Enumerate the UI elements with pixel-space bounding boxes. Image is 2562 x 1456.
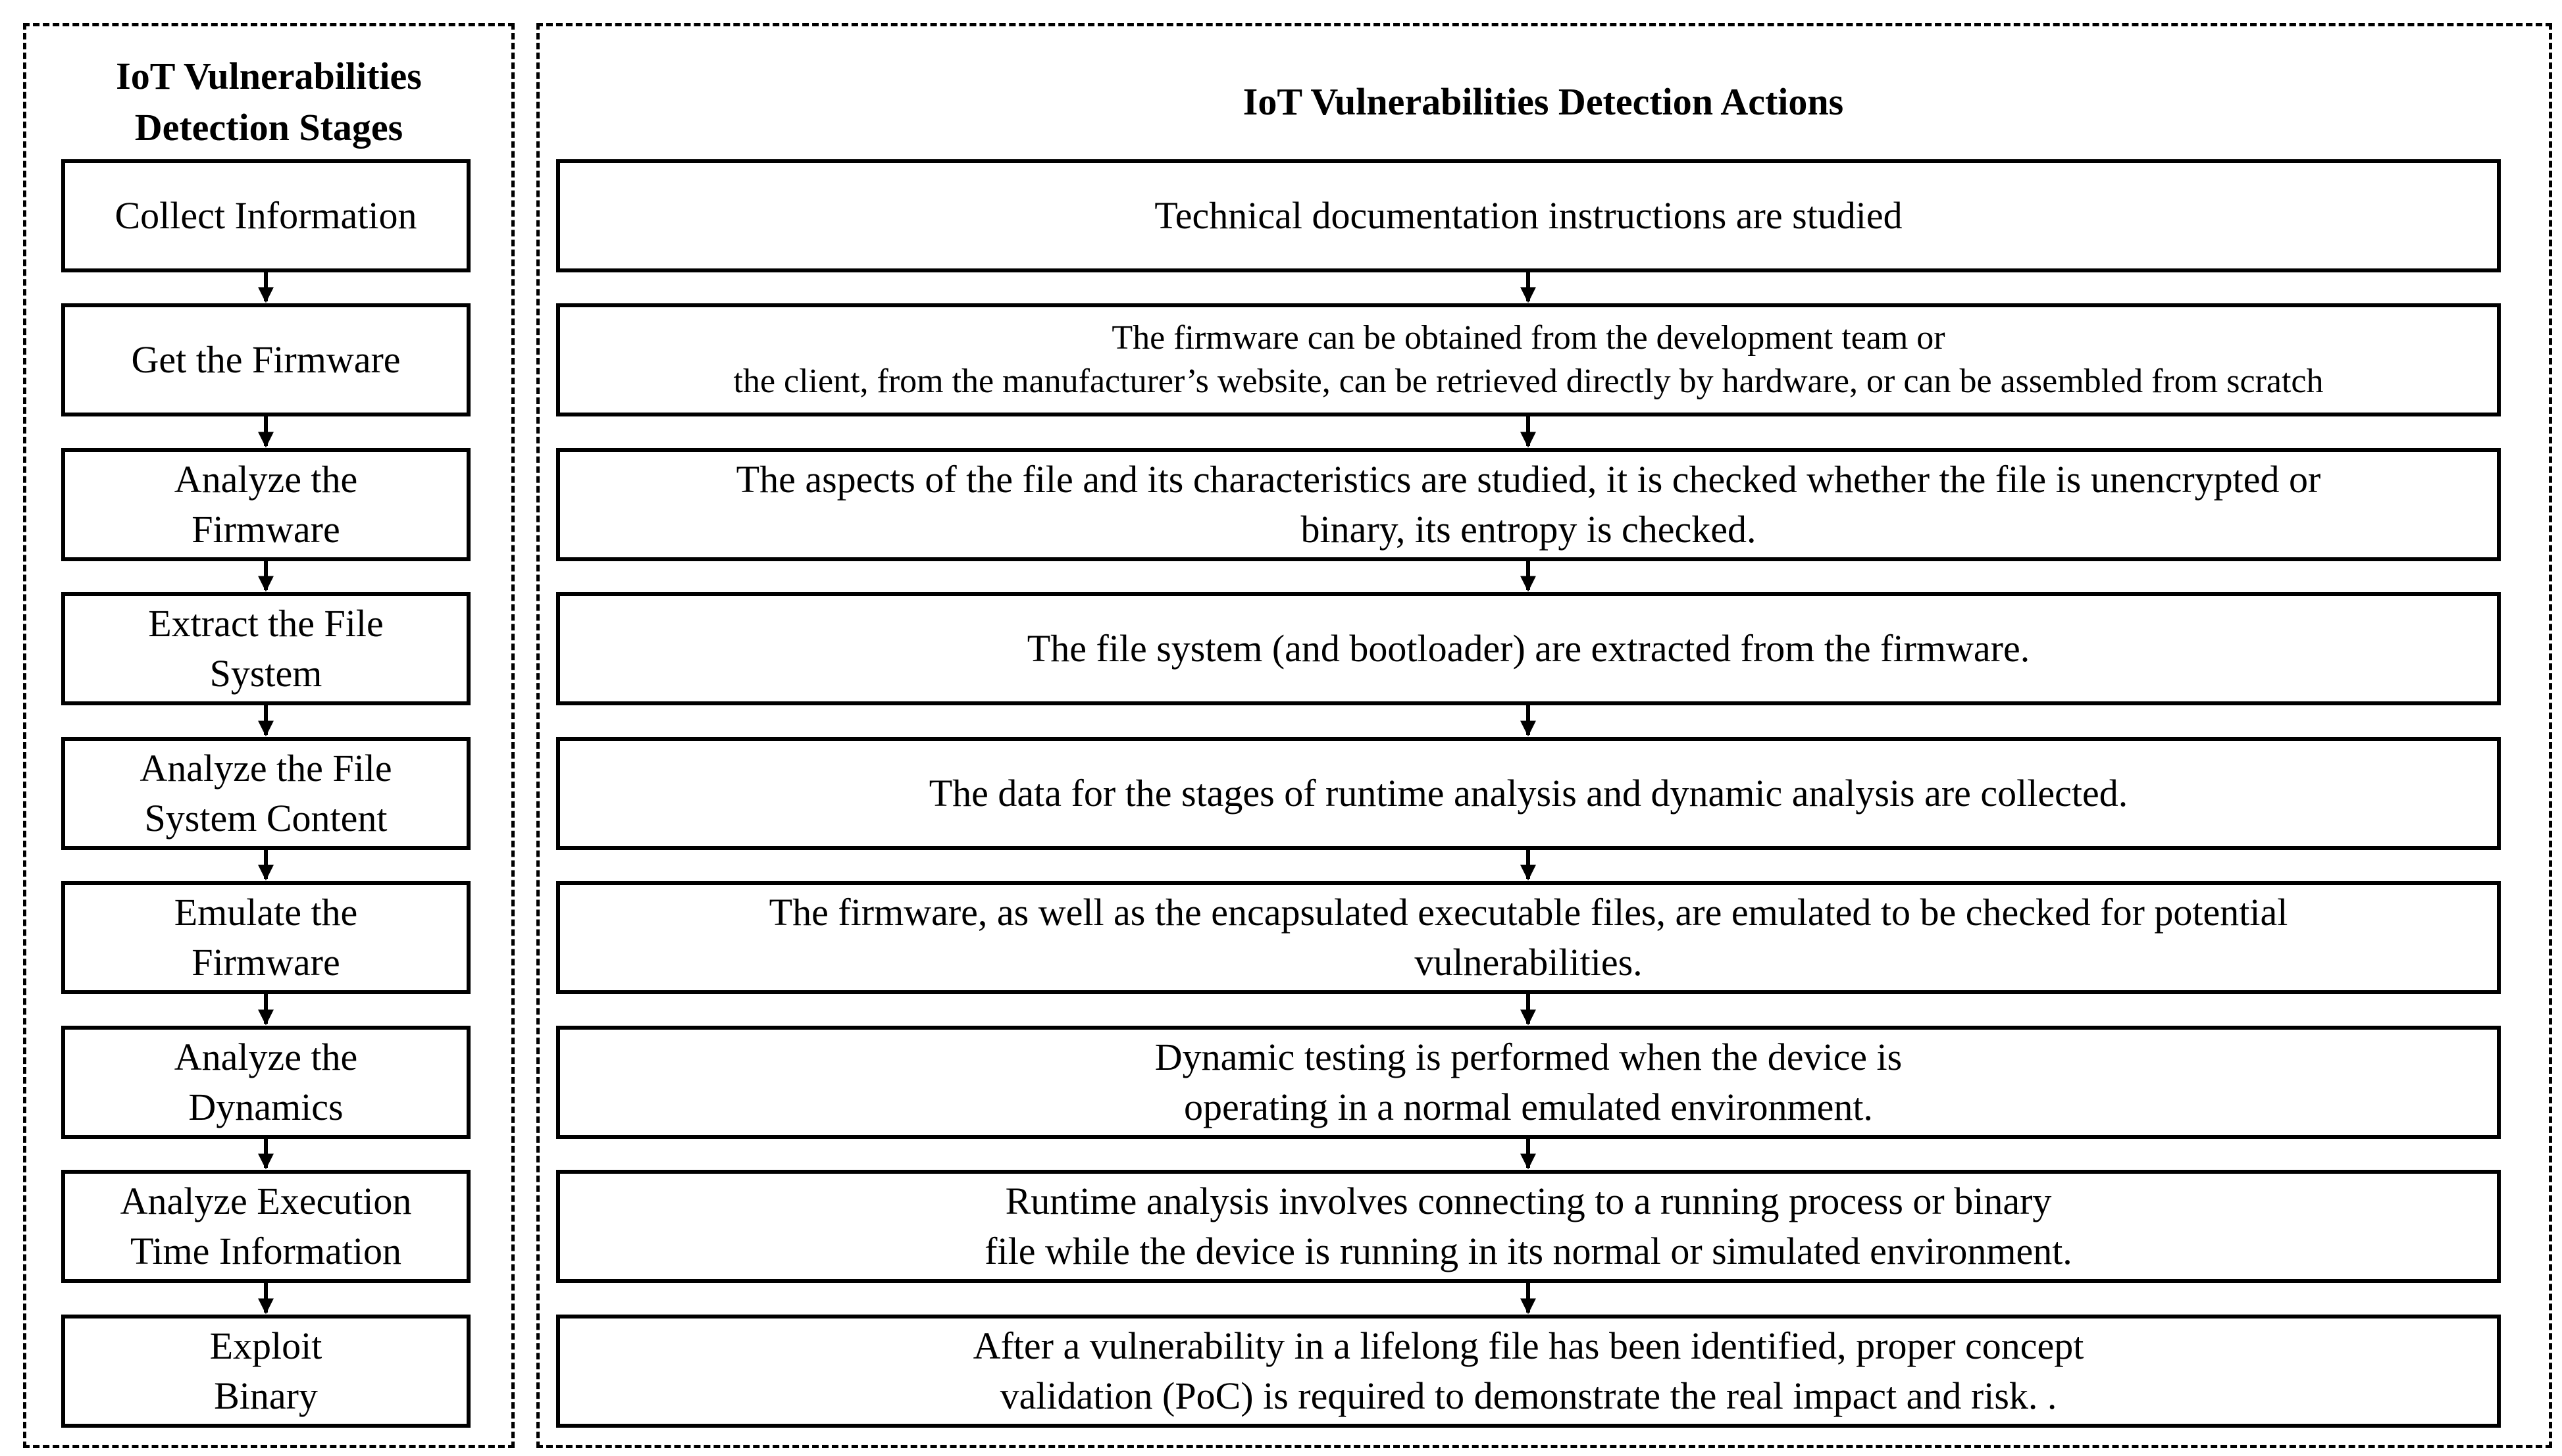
action-text: The firmware can be obtained from the de… <box>1112 319 1945 357</box>
stage-label: Emulate the <box>174 891 358 934</box>
stages-heading-line: IoT Vulnerabilities <box>116 55 422 97</box>
action-text: file while the device is running in its … <box>985 1230 2072 1272</box>
stage-box-analyze-dynamics: Analyze the Dynamics <box>61 1026 471 1139</box>
action-box-runtime-analysis: Runtime analysis involves connecting to … <box>556 1170 2501 1283</box>
action-box-poc-validation: After a vulnerability in a lifelong file… <box>556 1315 2501 1428</box>
action-box-emulate-firmware: The firmware, as well as the encapsulate… <box>556 881 2501 994</box>
stages-heading: IoT Vulnerabilities Detection Stages <box>39 49 498 155</box>
stage-box-analyze-execution-time: Analyze Execution Time Information <box>61 1170 471 1283</box>
stages-panel <box>23 23 515 1448</box>
stage-label: Time Information <box>130 1230 401 1272</box>
action-box-study-file-aspects: The aspects of the file and its characte… <box>556 448 2501 561</box>
stage-box-analyze-file-system-content: Analyze the File System Content <box>61 737 471 850</box>
stage-label: Analyze the File <box>140 747 392 790</box>
stage-label: Analyze the <box>174 458 358 501</box>
action-text: validation (PoC) is required to demonstr… <box>1000 1374 2057 1417</box>
stage-box-extract-file-system: Extract the File System <box>61 592 471 705</box>
stage-label: Get the Firmware <box>131 338 401 381</box>
action-box-obtain-firmware: The firmware can be obtained from the de… <box>556 303 2501 416</box>
action-box-study-documentation: Technical documentation instructions are… <box>556 159 2501 272</box>
action-box-dynamic-testing: Dynamic testing is performed when the de… <box>556 1026 2501 1139</box>
stage-box-analyze-firmware: Analyze the Firmware <box>61 448 471 561</box>
stage-box-exploit-binary: Exploit Binary <box>61 1315 471 1428</box>
stage-label: Collect Information <box>115 194 417 237</box>
stage-label: Firmware <box>192 508 340 551</box>
action-box-extract-file-system: The file system (and bootloader) are ext… <box>556 592 2501 705</box>
actions-heading: IoT Vulnerabilities Detection Actions <box>1243 80 1844 123</box>
actions-panel <box>536 23 2552 1448</box>
stage-box-collect-information: Collect Information <box>61 159 471 272</box>
action-text: The data for the stages of runtime analy… <box>929 772 2128 815</box>
stage-label: System Content <box>144 797 388 840</box>
stage-label: Exploit <box>209 1324 322 1367</box>
action-text: Runtime analysis involves connecting to … <box>1005 1180 2052 1222</box>
action-text: After a vulnerability in a lifelong file… <box>973 1324 2084 1367</box>
stage-label: Dynamics <box>188 1086 344 1128</box>
action-text: Technical documentation instructions are… <box>1154 194 1903 237</box>
action-text: Dynamic testing is performed when the de… <box>1154 1036 1903 1078</box>
stage-box-get-firmware: Get the Firmware <box>61 303 471 416</box>
action-text: The file system (and bootloader) are ext… <box>1027 627 2030 670</box>
action-text: The firmware, as well as the encapsulate… <box>769 891 2288 934</box>
stage-label: Binary <box>214 1374 318 1417</box>
action-text: vulnerabilities. <box>1414 941 1643 984</box>
stage-box-emulate-firmware: Emulate the Firmware <box>61 881 471 994</box>
action-text: operating in a normal emulated environme… <box>1184 1086 1873 1128</box>
action-box-collect-data: The data for the stages of runtime analy… <box>556 737 2501 850</box>
stage-label: Analyze Execution <box>120 1180 412 1222</box>
stage-label: Analyze the <box>174 1036 358 1078</box>
action-text: the client, from the manufacturer’s webs… <box>733 363 2324 400</box>
action-text: binary, its entropy is checked. <box>1300 508 1756 551</box>
action-text: The aspects of the file and its characte… <box>736 458 2321 501</box>
stage-label: System <box>209 652 322 695</box>
stage-label: Extract the File <box>148 602 384 645</box>
stages-heading-line: Detection Stages <box>134 106 403 149</box>
stage-label: Firmware <box>192 941 340 984</box>
